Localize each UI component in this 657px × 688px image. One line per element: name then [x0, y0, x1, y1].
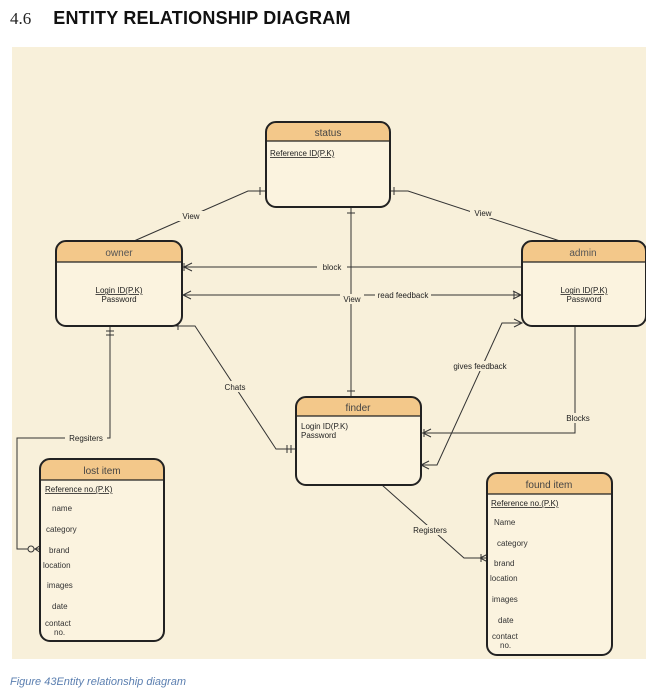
- label-admin-status: View: [474, 209, 491, 218]
- lost-item-attribute: no.: [54, 628, 65, 637]
- entity-owner-name: owner: [105, 248, 133, 259]
- entity-admin-attribute: Login ID(P.K): [561, 286, 608, 295]
- label-read-feedback: read feedback: [378, 291, 430, 300]
- entity-admin[interactable]: admin Login ID(P.K) Password: [521, 240, 647, 327]
- owner-lost-line: [16, 326, 111, 550]
- entity-found-item-name: found item: [526, 480, 573, 491]
- section-heading: 4.6 ENTITY RELATIONSHIP DIAGRAM: [10, 8, 351, 34]
- relationship-labels: View View block read feedback View Chats…: [65, 208, 593, 535]
- er-diagram: View View block read feedback View Chats…: [16, 121, 647, 656]
- found-item-attribute: Reference no.(P.K): [491, 499, 559, 508]
- label-chats: Chats: [225, 383, 246, 392]
- lost-item-attribute: contact: [45, 619, 72, 628]
- label-finder-status: View: [343, 295, 360, 304]
- found-item-attribute: Name: [494, 518, 516, 527]
- label-blocks: Blocks: [566, 414, 590, 423]
- section-number: 4.6: [10, 9, 32, 28]
- entity-status-attribute: Reference ID(P.K): [270, 149, 335, 158]
- found-item-attribute: brand: [494, 559, 514, 568]
- entity-finder-attribute: Password: [301, 431, 336, 440]
- entity-admin-attribute: Password: [566, 295, 601, 304]
- lost-item-attribute: category: [46, 525, 77, 534]
- lost-item-attribute: name: [52, 504, 73, 513]
- lost-item-attribute: Reference no.(P.K): [45, 485, 113, 494]
- entity-lost-item[interactable]: lost item Reference no.(P.K) name catego…: [39, 458, 165, 642]
- blocks-line: [421, 326, 576, 434]
- section-title: ENTITY RELATIONSHIP DIAGRAM: [53, 8, 351, 28]
- label-owner-status: View: [182, 212, 199, 221]
- gives-feedback-line: [421, 322, 522, 466]
- label-finder-found: Registers: [413, 526, 447, 535]
- label-owner-lost: Regsiters: [69, 434, 103, 443]
- entity-lost-item-name: lost item: [83, 466, 120, 477]
- entity-admin-name: admin: [569, 248, 596, 259]
- label-block: block: [323, 263, 343, 272]
- entity-finder-name: finder: [345, 403, 371, 414]
- lost-item-attribute: date: [52, 602, 68, 611]
- relationship-lines: [16, 187, 576, 563]
- found-item-attribute: contact: [492, 632, 519, 641]
- entity-owner[interactable]: owner Login ID(P.K) Password: [55, 240, 183, 327]
- entity-owner-attribute: Login ID(P.K): [96, 286, 143, 295]
- entity-owner-attribute: Password: [101, 295, 136, 304]
- lost-item-attribute: location: [43, 561, 71, 570]
- found-item-attribute: date: [498, 616, 514, 625]
- lost-item-attribute: images: [47, 581, 73, 590]
- label-gives-feedback: gives feedback: [453, 362, 507, 371]
- er-diagram-canvas: View View block read feedback View Chats…: [12, 47, 647, 659]
- found-item-attribute: location: [490, 574, 518, 583]
- finder-found-line: [381, 484, 487, 559]
- entity-found-item[interactable]: found item Reference no.(P.K) Name categ…: [486, 472, 613, 656]
- entity-finder-attribute: Login ID(P.K): [301, 422, 348, 431]
- figure-caption: Figure 43Entity relationship diagram: [10, 676, 187, 688]
- admin-status-line: [390, 190, 561, 242]
- entity-status[interactable]: status Reference ID(P.K): [265, 121, 391, 208]
- entity-status-name: status: [315, 128, 342, 139]
- entity-finder[interactable]: finder Login ID(P.K) Password: [295, 396, 422, 486]
- found-item-attribute: no.: [500, 641, 511, 650]
- lost-item-attribute: brand: [49, 546, 69, 555]
- found-item-attribute: category: [497, 539, 528, 548]
- found-item-attribute: images: [492, 595, 518, 604]
